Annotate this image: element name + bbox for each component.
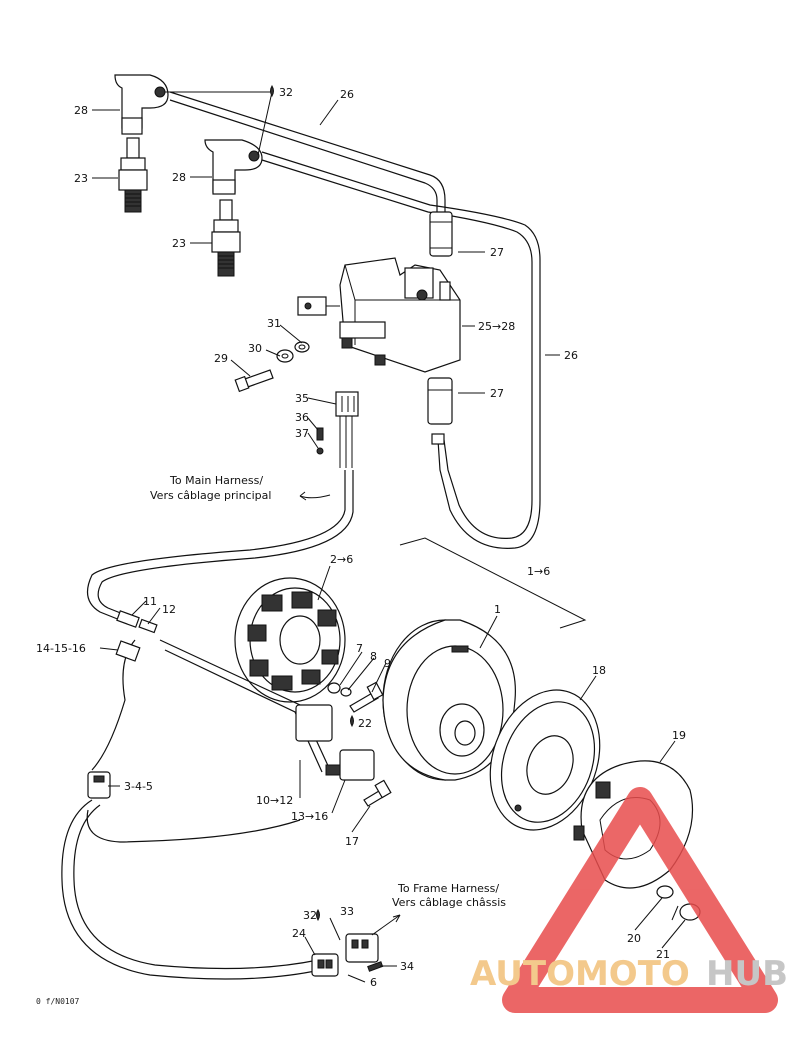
label-12: 12 <box>162 603 176 616</box>
note-frame-harness-line1: To Frame Harness/ <box>397 882 499 895</box>
label-11: 11 <box>143 595 157 608</box>
spark-plug-cap-right <box>204 139 263 195</box>
label-1-6: 1→6 <box>527 565 550 578</box>
drawing-reference: 0 f/N0107 <box>36 997 80 1006</box>
terminal <box>316 427 324 441</box>
high-tension-cables <box>169 91 541 549</box>
note-main-harness-line1: To Main Harness/ <box>169 474 263 487</box>
label-23-upper: 23 <box>74 172 88 185</box>
label-29: 29 <box>214 352 228 365</box>
label-25-28: 25→28 <box>478 320 515 333</box>
cable-boot-lower <box>427 377 453 445</box>
label-13-16: 13→16 <box>291 810 328 823</box>
sealant-icon <box>270 85 274 97</box>
label-21: 21 <box>656 948 670 961</box>
terminal-34 <box>367 961 384 972</box>
label-24: 24 <box>292 927 306 940</box>
label-19: 19 <box>672 729 686 742</box>
harness-notes: To Main Harness/ Vers câblage principal … <box>150 474 506 909</box>
label-31: 31 <box>267 317 281 330</box>
note-frame-harness-line2: Vers câblage châssis <box>392 896 506 909</box>
label-8: 8 <box>370 650 377 663</box>
sealant-icon-32 <box>316 909 320 921</box>
label-28-lower: 28 <box>172 171 186 184</box>
label-28-upper: 28 <box>74 104 88 117</box>
label-14-15-16: 14-15-16 <box>36 642 86 655</box>
stator-assembly <box>234 577 346 703</box>
coil-connector <box>297 296 340 316</box>
label-32-lower: 32 <box>303 909 317 922</box>
label-17: 17 <box>345 835 359 848</box>
label-34: 34 <box>400 960 414 973</box>
part-labels: 28 23 28 23 32 26 27 25→28 26 27 31 30 2… <box>36 85 686 989</box>
label-37: 37 <box>295 427 309 440</box>
label-26-lower: 26 <box>564 349 578 362</box>
stator-harness <box>91 639 375 781</box>
label-22: 22 <box>358 717 372 730</box>
spark-plug-right <box>211 199 241 277</box>
flywheel <box>382 619 516 781</box>
frame-harness-cable <box>61 799 321 980</box>
frame-connector-33 <box>345 933 379 963</box>
label-26-upper: 26 <box>340 88 354 101</box>
label-1: 1 <box>494 603 501 616</box>
connector-pair <box>115 610 158 662</box>
stator-bolt <box>363 779 392 807</box>
flat-washer <box>276 349 294 363</box>
label-36: 36 <box>295 411 309 424</box>
cable-boot-upper <box>429 211 453 257</box>
watermark-text-colored: AUTOMOTO <box>470 954 690 994</box>
label-10-12: 10→12 <box>256 794 293 807</box>
label-33: 33 <box>340 905 354 918</box>
bracket-1-6 <box>399 537 587 629</box>
frame-connector-24 <box>311 953 339 977</box>
label-9: 9 <box>384 657 391 670</box>
label-27-lower: 27 <box>490 387 504 400</box>
watermark-text-gray: HUB <box>706 954 788 994</box>
label-7: 7 <box>356 642 363 655</box>
label-27-upper: 27 <box>490 246 504 259</box>
connector-3-4-5 <box>87 771 111 799</box>
label-23-lower: 23 <box>172 237 186 250</box>
connector-housing <box>335 391 359 468</box>
seal <box>316 447 324 455</box>
coil-bolt <box>234 369 274 393</box>
note-main-harness-line2: Vers câblage principal <box>150 489 271 502</box>
label-30: 30 <box>248 342 262 355</box>
sealant-icon-22 <box>350 715 354 727</box>
label-3-4-5: 3-4-5 <box>124 780 153 793</box>
label-18: 18 <box>592 664 606 677</box>
label-6: 6 <box>370 976 377 989</box>
label-32-upper: 32 <box>279 86 293 99</box>
automotohub-watermark: AUTOMOTO HUB <box>470 787 788 1013</box>
washer-20 <box>656 885 674 899</box>
label-2-6: 2→6 <box>330 553 353 566</box>
spark-plug-left <box>118 137 148 213</box>
main-harness-cable <box>86 470 354 623</box>
label-35: 35 <box>295 392 309 405</box>
lock-washer <box>294 341 310 353</box>
label-20: 20 <box>627 932 641 945</box>
ignition-coil <box>339 257 461 373</box>
starter-ring <box>489 689 601 831</box>
watermark-triangle <box>502 787 778 1013</box>
spark-plug-cap-left <box>114 74 169 135</box>
arrow-frame-harness <box>371 914 401 936</box>
leader-lines <box>92 91 686 983</box>
